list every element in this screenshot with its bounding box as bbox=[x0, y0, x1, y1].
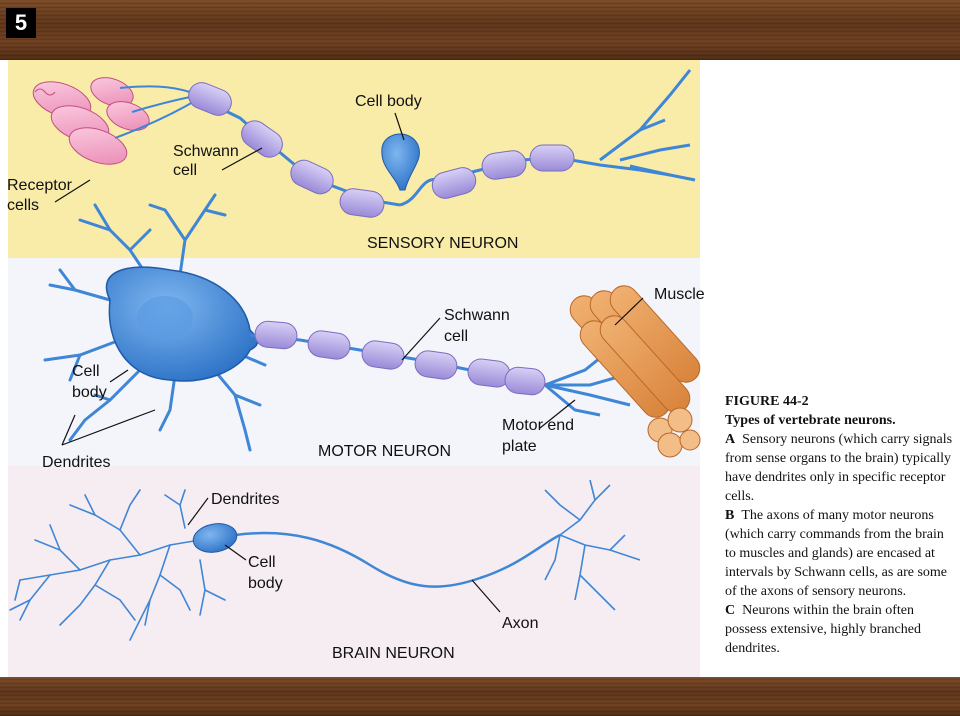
cell-body-label-motor-1: Cell bbox=[72, 363, 100, 380]
motor-cell-body bbox=[105, 266, 259, 382]
receptor-cells bbox=[32, 77, 150, 165]
caption-subtitle: Types of vertebrate neurons. bbox=[725, 413, 896, 428]
schwann-cell-label-motor-1: Schwann bbox=[444, 307, 510, 324]
caption-paragraph-c: C Neurons within the brain often possess… bbox=[725, 601, 957, 658]
caption-title: FIGURE 44-2 bbox=[725, 394, 809, 409]
brain-panel bbox=[8, 466, 700, 677]
receptor-cells-label-1: Receptor bbox=[7, 177, 73, 194]
caption-paragraph-b: B The axons of many motor neurons (which… bbox=[725, 506, 957, 601]
brain-axon-terminals bbox=[544, 479, 641, 611]
caption-letter-a: A bbox=[725, 432, 736, 447]
caption-paragraph-a: A Sensory neurons (which carry signals f… bbox=[725, 430, 957, 506]
caption-text-a: Sensory neurons (which carry signals fro… bbox=[725, 432, 953, 504]
cell-body-label-brain-1: Cell bbox=[248, 554, 276, 571]
motor-end-plate-label-1: Motor end bbox=[502, 417, 574, 434]
figure-caption: FIGURE 44-2 Types of vertebrate neurons.… bbox=[725, 392, 957, 658]
schwann-cell-label-motor-2: cell bbox=[444, 328, 468, 345]
caption-letter-b: B bbox=[725, 508, 735, 523]
schwann-cell-label-sensory-1: Schwann bbox=[173, 143, 239, 160]
bottom-wood-border bbox=[0, 677, 960, 716]
sensory-cell-body bbox=[381, 133, 420, 191]
motor-end-plate-label-2: plate bbox=[502, 438, 537, 455]
caption-letter-c: C bbox=[725, 603, 736, 618]
receptor-cells-label-2: cells bbox=[7, 197, 39, 214]
motor-schwann-cells bbox=[254, 320, 546, 396]
motor-neuron-title: MOTOR NEURON bbox=[318, 443, 451, 460]
muscle-label: Muscle bbox=[654, 286, 705, 303]
schwann-cell-label-sensory-2: cell bbox=[173, 162, 197, 179]
brain-dendrites bbox=[9, 489, 226, 641]
sensory-neuron-title: SENSORY NEURON bbox=[367, 235, 518, 252]
top-wood-border bbox=[0, 0, 960, 60]
dendrites-label-motor: Dendrites bbox=[42, 454, 110, 471]
cell-body-label-brain-2: body bbox=[248, 575, 283, 592]
caption-text-b: The axons of many motor neurons (which c… bbox=[725, 508, 947, 599]
sensory-schwann-cells bbox=[188, 82, 575, 218]
brain-axon bbox=[234, 531, 561, 588]
axon-label: Axon bbox=[502, 615, 538, 632]
caption-text-c: Neurons within the brain often possess e… bbox=[725, 603, 921, 656]
cell-body-label-motor-2: body bbox=[72, 384, 107, 401]
dendrites-label-brain: Dendrites bbox=[211, 491, 279, 508]
cell-body-label-sensory: Cell body bbox=[355, 93, 422, 110]
motor-dendrites bbox=[43, 193, 267, 452]
slide-number-badge: 5 bbox=[6, 8, 36, 38]
muscle-fibers bbox=[569, 285, 701, 458]
caption-area bbox=[700, 60, 960, 677]
brain-neuron-title: BRAIN NEURON bbox=[332, 645, 455, 662]
